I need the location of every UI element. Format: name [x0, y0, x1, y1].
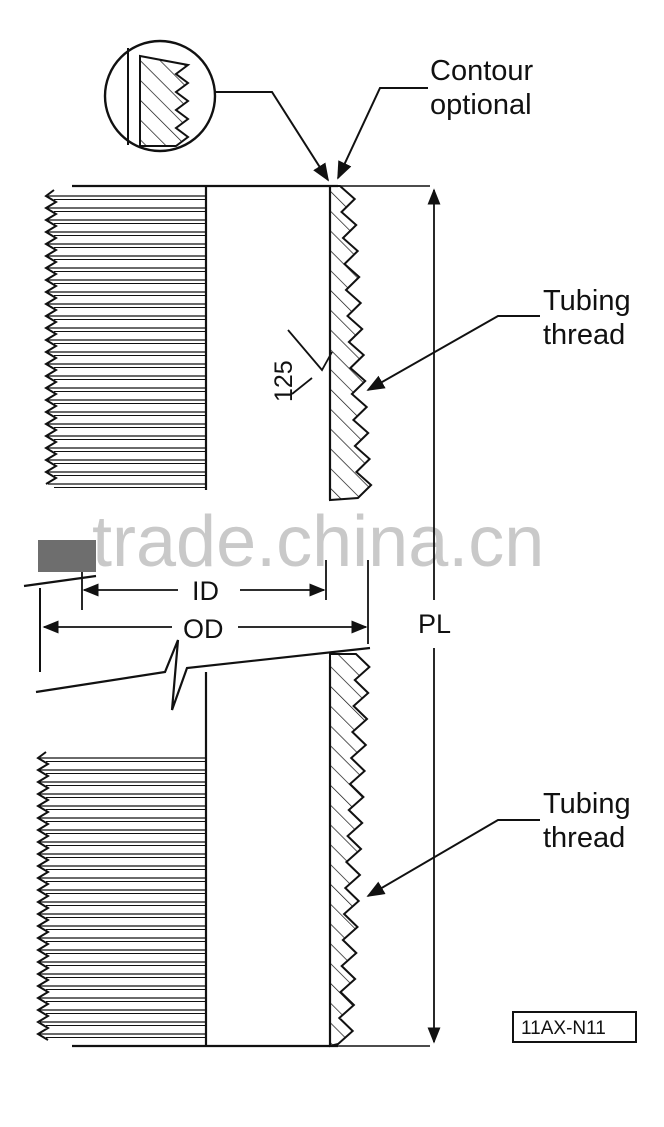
id-label: ID [192, 576, 219, 606]
id-dimension [81, 560, 327, 610]
hatched-wall [329, 653, 371, 1048]
external-thread-upper [44, 189, 206, 488]
contour-leader [214, 87, 428, 182]
tubing-thread-upper-line2: thread [543, 319, 625, 351]
watermark-text: trade.china.cn [92, 502, 544, 582]
pl-label: PL [418, 609, 451, 639]
tubing-thread-lower-line2: thread [543, 822, 625, 854]
thread-profile [44, 189, 58, 485]
wall-section-lower [329, 653, 371, 1048]
detail-thread-profile [139, 54, 191, 147]
thread-profile [36, 751, 50, 1041]
upper-body [72, 184, 430, 500]
od-label: OD [183, 614, 224, 644]
break-symbol-icon [23, 574, 371, 711]
lower-body [72, 660, 430, 1048]
surface-finish-value: 125 [270, 360, 298, 402]
hatched-wall [329, 185, 373, 502]
tubing-thread-upper-leader [366, 315, 540, 391]
part-code-box [512, 1011, 637, 1043]
tubing-thread-upper-line1: Tubing [543, 285, 631, 317]
od-dimension [42, 560, 369, 644]
contour-detail [103, 39, 217, 153]
external-thread-lower [36, 751, 206, 1041]
surface-finish-symbol [287, 329, 333, 395]
contour-label-line1: Contour [430, 55, 534, 87]
part-code: 11AX-N11 [521, 1018, 606, 1039]
tubing-thread-lower-line1: Tubing [543, 788, 631, 820]
tubing-thread-lower-leader [366, 819, 540, 897]
contour-label-line2: optional [430, 89, 532, 121]
watermark-logo [38, 540, 96, 572]
wall-section-upper [329, 185, 373, 502]
